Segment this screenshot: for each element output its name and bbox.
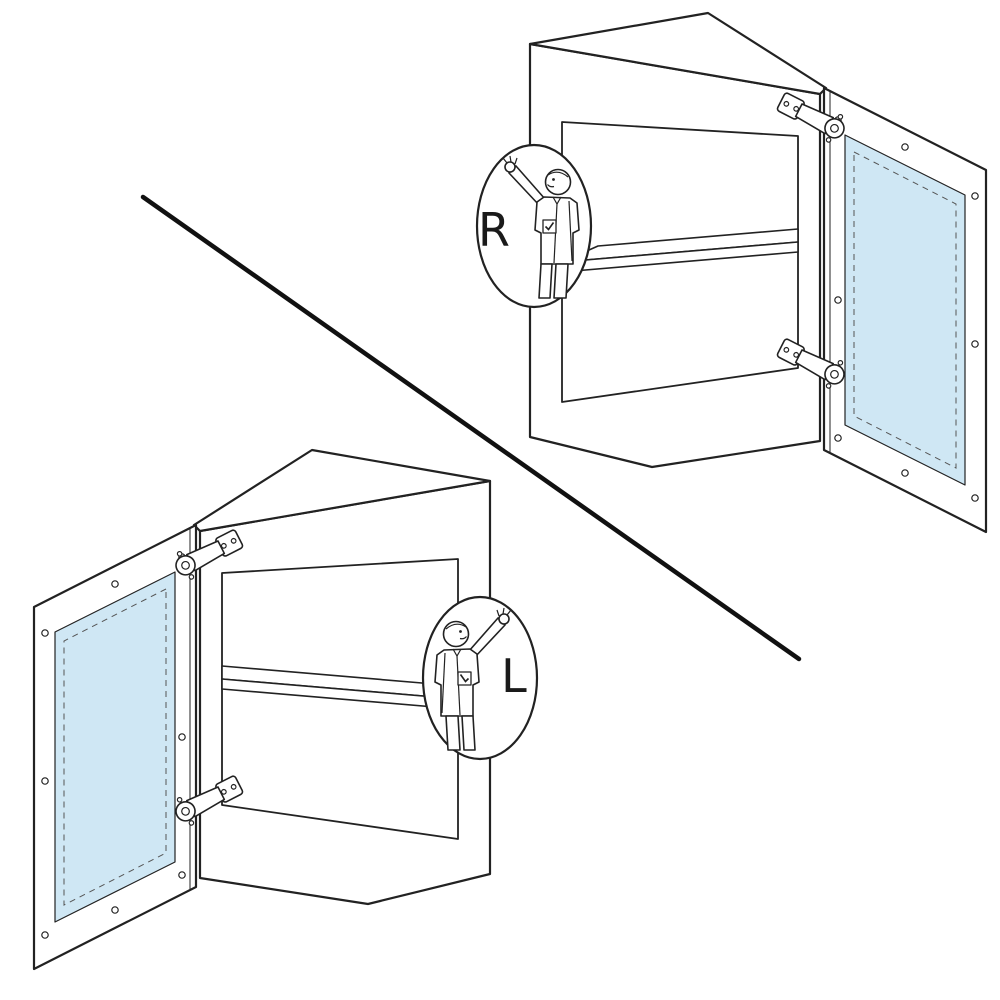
cabinet-right-door-unit	[530, 13, 986, 532]
right-door-label: R	[478, 203, 510, 257]
left-door-label: L	[501, 649, 527, 703]
divider-line	[140, 194, 802, 662]
cabinet-left-door-unit	[34, 450, 490, 969]
